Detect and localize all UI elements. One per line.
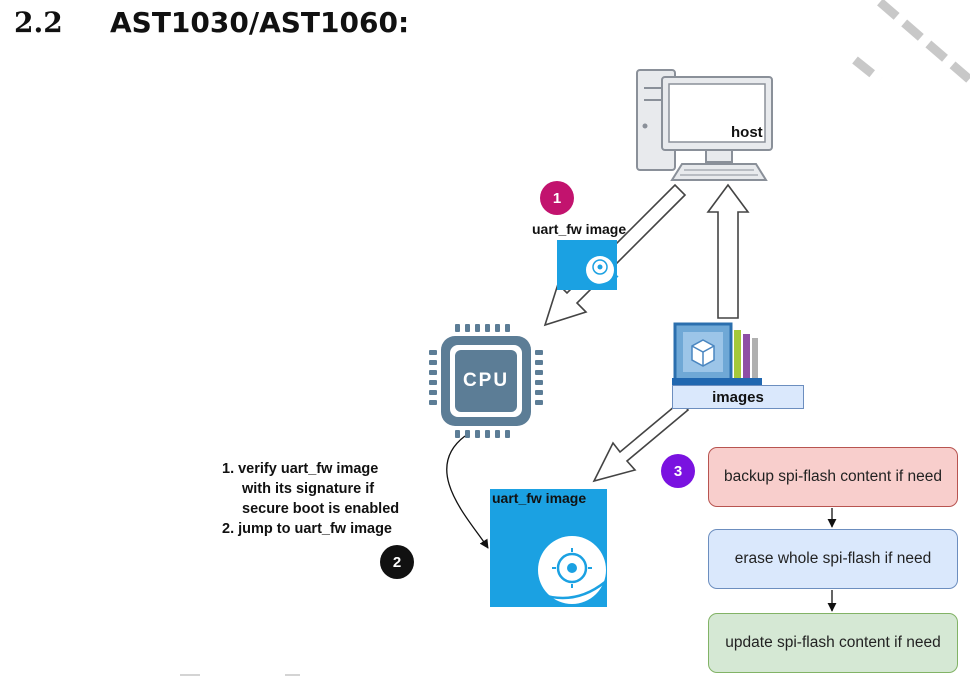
cpu-pins	[429, 324, 543, 438]
section-title: AST1030/AST1060:	[110, 6, 410, 39]
section-number: 2.2	[14, 6, 63, 39]
verify-line-1: 1. verify uart_fw image	[222, 461, 379, 477]
cpu-chip-icon	[429, 324, 543, 438]
host-label: host	[731, 124, 763, 141]
verify-line-2: with its signature if	[242, 481, 375, 497]
firmware-label: uart_fw image	[492, 490, 587, 506]
uart-fw-small-icon	[557, 240, 619, 290]
step-2-badge: 2	[380, 545, 414, 579]
corner-stripes	[852, 0, 970, 84]
arrow-images-to-firmware	[592, 399, 690, 483]
upload-image-label: uart_fw image	[532, 221, 627, 237]
uart-fw-image-icon	[490, 489, 607, 607]
update-step: update spi-flash content if need	[708, 613, 958, 673]
backup-step: backup spi-flash content if need	[708, 447, 958, 507]
cpu-label: CPU	[462, 370, 510, 391]
arrow-images-to-host	[706, 183, 750, 319]
verify-line-4: 2. jump to uart_fw image	[222, 521, 392, 537]
images-label: images	[672, 385, 804, 409]
step-1-badge: 1	[540, 181, 574, 215]
arrow-cpu-to-firmware	[446, 435, 489, 549]
images-stack-icon	[672, 322, 762, 386]
erase-step: erase whole spi-flash if need	[708, 529, 958, 589]
section-heading: 2.2 AST1030/AST1060:	[14, 6, 409, 39]
host-computer-icon	[636, 69, 773, 181]
step-3-badge: 3	[661, 454, 695, 488]
verify-note: 1. verify uart_fw image with its signatu…	[222, 459, 399, 539]
verify-line-3: secure boot is enabled	[242, 501, 400, 517]
